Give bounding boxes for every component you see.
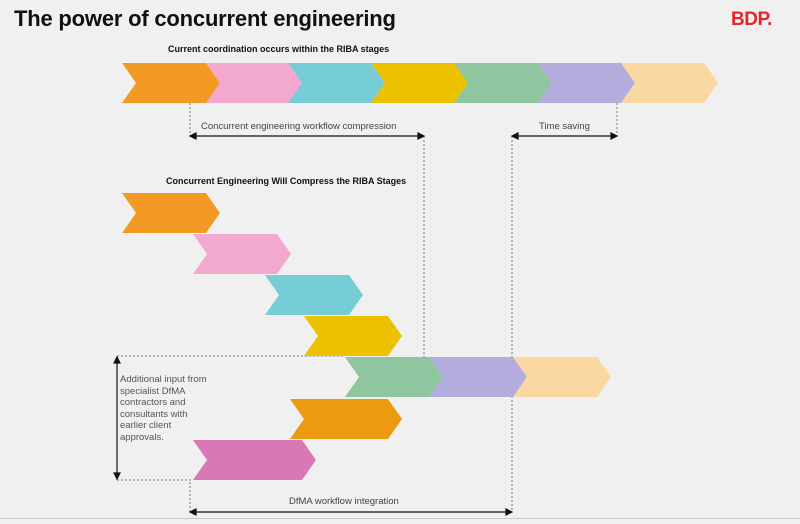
compressed-chevron-1 bbox=[122, 193, 220, 233]
stage-chevron-3 bbox=[288, 63, 385, 103]
stage-chevron-1 bbox=[122, 63, 220, 103]
compressed-chevron-3 bbox=[265, 275, 363, 315]
stage-chevron-4 bbox=[371, 63, 468, 103]
current-coordination-heading: Current coordination occurs within the R… bbox=[168, 44, 390, 54]
guide-lines bbox=[117, 103, 618, 512]
bottom-divider bbox=[0, 518, 800, 519]
compressed-chevron-5 bbox=[345, 357, 443, 397]
compressed-chevron-7 bbox=[513, 357, 611, 397]
bdp-logo: BDP. bbox=[731, 9, 772, 30]
dfma-chevron-1 bbox=[290, 399, 402, 439]
time-saving-label: Time saving bbox=[536, 121, 593, 132]
compressed-chevron-6 bbox=[429, 357, 527, 397]
compressed-stage-cascade bbox=[122, 193, 611, 480]
page-title: The power of concurrent engineering bbox=[14, 6, 396, 31]
compression-label: Concurrent engineering workflow compress… bbox=[198, 121, 400, 132]
dfma-integration-label: DfMA workflow integration bbox=[286, 496, 402, 507]
stage-chevron-6 bbox=[538, 63, 635, 103]
stage-chevron-5 bbox=[454, 63, 552, 103]
stage-chevron-2 bbox=[206, 63, 302, 103]
measure-arrows bbox=[113, 132, 619, 516]
compressed-chevron-2 bbox=[193, 234, 291, 274]
stage-chevron-7 bbox=[621, 63, 718, 103]
compressed-chevron-4 bbox=[304, 316, 402, 356]
compressed-stages-heading: Concurrent Engineering Will Compress the… bbox=[166, 176, 407, 186]
additional-input-note: Additional input from specialist DfMA co… bbox=[120, 374, 207, 443]
current-stage-row bbox=[122, 63, 718, 103]
dfma-chevron-2 bbox=[193, 440, 316, 480]
